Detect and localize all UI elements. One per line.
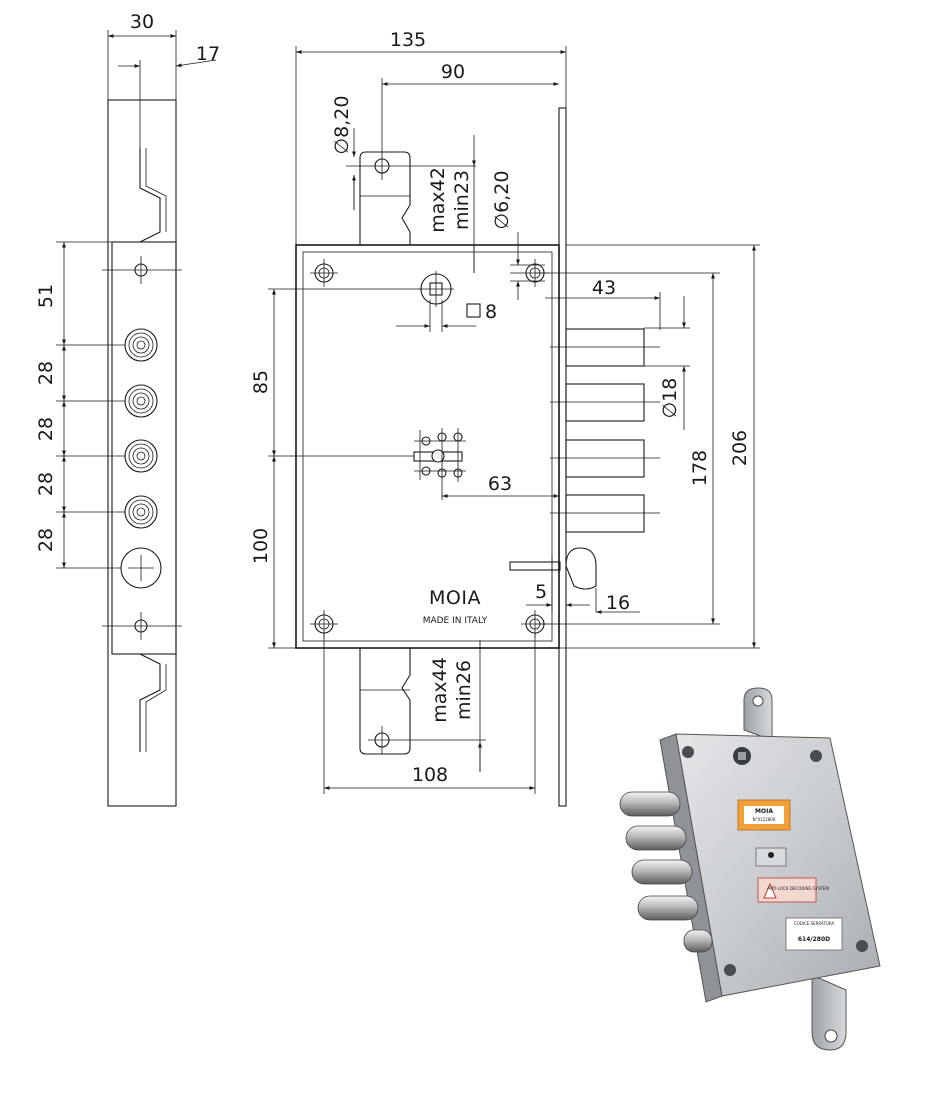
latch (509, 547, 597, 600)
dim-upper-strap-max: max42 (427, 167, 449, 233)
dim-upper-strap-min: min23 (451, 170, 473, 230)
photo-code-value: 614/280D (798, 936, 830, 943)
bolt-end-4 (124, 495, 158, 529)
dim-cylinder-backset: 63 (488, 473, 512, 495)
cylinder-cam (413, 428, 466, 482)
dim-bolt-projection: 43 (592, 277, 616, 299)
spindle-square-symbol (466, 303, 481, 318)
side-screw-top (102, 256, 182, 284)
side-screw-bottom (102, 612, 182, 640)
dim-faceplate: 17 (196, 43, 220, 65)
bolt-3 (565, 439, 645, 478)
dim-lower-width: 108 (412, 764, 448, 786)
dim-bolt-diameter: ∅18 (659, 378, 681, 419)
photo-sticker-code: N°0122800 (753, 817, 776, 822)
case-screw-tl (310, 259, 338, 287)
dim-lower-strap-max: max44 (429, 657, 451, 723)
dim-spindle: 8 (485, 301, 497, 323)
bolt-1 (565, 328, 645, 367)
photo-latch (683, 929, 713, 953)
dim-overall-height: 206 (729, 430, 751, 466)
lower-strap (359, 648, 411, 755)
bolt-end-2 (124, 384, 158, 418)
bolt-4 (565, 494, 645, 533)
photo-bolts (619, 791, 699, 921)
dim-hole-case: ∅6,20 (491, 171, 513, 230)
bolt-2 (565, 383, 645, 422)
dim-upper-to-center: 85 (250, 370, 272, 394)
dim-pitch-3: 28 (35, 472, 57, 496)
dim-first-gap: 51 (35, 284, 57, 308)
lower-rod (139, 653, 161, 752)
photo-sticker-brand: MOIA (755, 808, 773, 815)
side-vertical-dims (56, 241, 125, 569)
dim-pitch-1: 28 (35, 361, 57, 385)
dim-lower-strap-min: min26 (453, 660, 475, 720)
upper-strap (359, 151, 411, 245)
bolt-end-3 (124, 439, 158, 473)
front-view: 8 (250, 29, 760, 807)
front-faceplate (558, 107, 567, 807)
spindle-hub (418, 271, 454, 307)
dim-hole-top: ∅8,20 (331, 96, 353, 155)
dim-center-to-lower: 100 (250, 528, 272, 564)
latch-end (120, 547, 162, 589)
side-view: 30 17 51 28 28 28 28 (35, 11, 220, 807)
photo-code-title: CODICE SERRATURA (794, 921, 835, 926)
side-faceplate (111, 241, 177, 655)
photo-bottom-tab (811, 974, 847, 1051)
dim-case-height: 178 (689, 450, 711, 486)
dim-overall-width: 135 (390, 29, 426, 51)
upper-rod (139, 148, 161, 243)
brand-logo: MOIA (429, 587, 481, 609)
dim-pitch-2: 28 (35, 417, 57, 441)
dim-backset: 90 (441, 61, 465, 83)
bolt-end-1 (124, 328, 158, 362)
photo-code-label (785, 917, 843, 951)
dim-pitch-4: 28 (35, 528, 57, 552)
photo-top-tab (743, 687, 773, 741)
dim-side-width: 30 (130, 11, 154, 33)
dim-latch-projection: 16 (606, 592, 630, 614)
product-photo: MOIA N°0122800 ANTI-LOCK DECODING SYSTEM… (619, 687, 881, 1051)
lock-case (295, 244, 560, 649)
made-in-label: MADE IN ITALY (423, 616, 488, 626)
photo-warning-text: ANTI-LOCK DECODING SYSTEM (767, 886, 829, 891)
dim-latch-gap: 5 (535, 581, 547, 603)
